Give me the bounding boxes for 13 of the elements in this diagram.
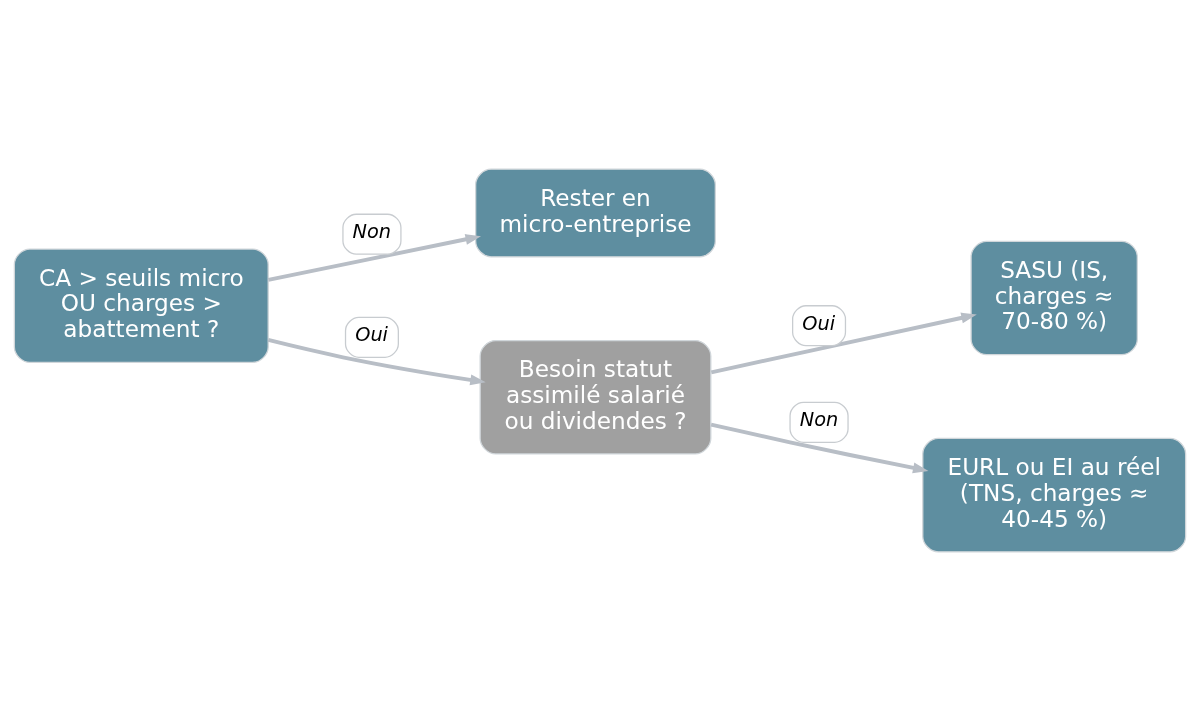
node-box: Rester en micro-entreprise xyxy=(475,168,716,258)
arrow xyxy=(267,338,486,386)
edge-label: Non xyxy=(799,408,839,432)
edge-label: Non xyxy=(352,220,392,244)
node-box: Besoin statut assimilé salarié ou dividendes ? xyxy=(479,339,712,455)
arrow xyxy=(710,312,977,375)
edge-label: Oui xyxy=(355,323,388,347)
arrow xyxy=(710,422,929,474)
node-box: EURL ou EI au réel (TNS, charges ≈ 40-45 %) xyxy=(922,437,1187,553)
edge-label: Oui xyxy=(802,311,836,335)
node-box: SASU (IS, charges ≈ 70-80 %) xyxy=(970,240,1138,356)
node-box: CA > seuils micro OU charges > abattement ? xyxy=(13,248,269,364)
arrow xyxy=(268,234,482,282)
